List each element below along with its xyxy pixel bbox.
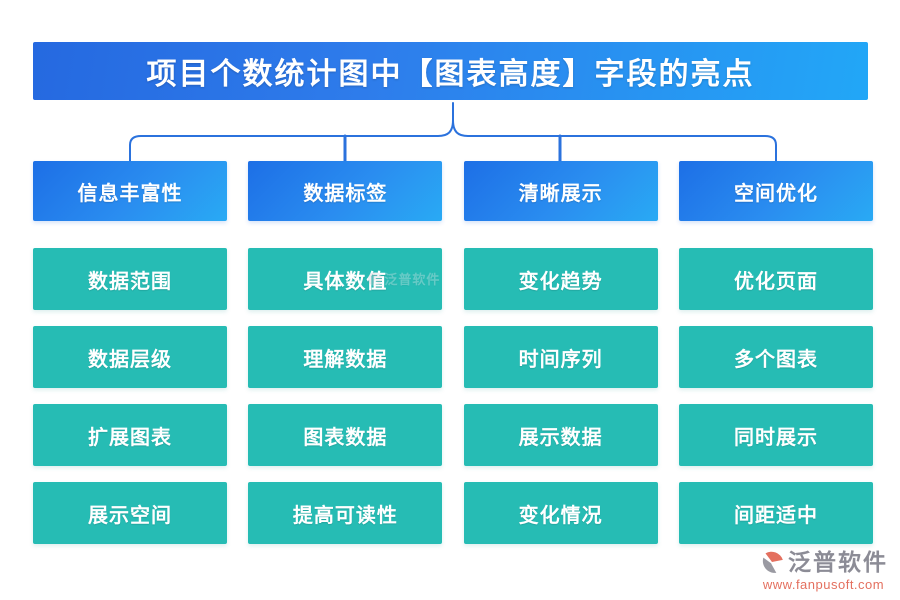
node-item: 间距适中 <box>678 482 873 544</box>
node-item: 扩展图表 <box>33 404 227 466</box>
node-item: 理解数据 <box>248 326 443 388</box>
column-info-richness: 信息丰富性 数据范围 数据层级 扩展图表 展示空间 <box>33 161 227 544</box>
node-item: 展示空间 <box>33 482 227 544</box>
node-item: 具体数值 泛普软件 <box>248 248 443 310</box>
node-grid: 信息丰富性 数据范围 数据层级 扩展图表 展示空间 数据标签 具体数值 泛普软件… <box>33 161 873 544</box>
brand-name: 泛普软件 <box>788 549 888 575</box>
column-data-labels: 数据标签 具体数值 泛普软件 理解数据 图表数据 提高可读性 <box>248 161 443 544</box>
connector-lines <box>129 102 777 162</box>
column-header: 清晰展示 <box>463 161 658 221</box>
node-item: 数据范围 <box>33 248 227 310</box>
brand-block: 泛普软件 www.fanpusoft.com <box>759 549 888 592</box>
column-header: 信息丰富性 <box>33 161 227 221</box>
node-item: 优化页面 <box>678 248 873 310</box>
node-item: 时间序列 <box>463 326 658 388</box>
column-header: 空间优化 <box>678 161 873 221</box>
node-item: 展示数据 <box>463 404 658 466</box>
column-header: 数据标签 <box>248 161 443 221</box>
diagram-title: 项目个数统计图中【图表高度】字段的亮点 <box>33 42 868 100</box>
node-item: 同时展示 <box>678 404 873 466</box>
column-space-optimization: 空间优化 优化页面 多个图表 同时展示 间距适中 <box>678 161 873 544</box>
column-clear-display: 清晰展示 变化趋势 时间序列 展示数据 变化情况 <box>463 161 658 544</box>
fanpu-logo-icon <box>762 551 783 573</box>
node-item: 提高可读性 <box>248 482 443 544</box>
node-item: 数据层级 <box>33 326 227 388</box>
brand-website-link[interactable]: www.fanpusoft.com <box>762 577 885 592</box>
node-item: 多个图表 <box>678 326 873 388</box>
connector-left-branch <box>129 102 454 162</box>
watermark-text: 泛普软件 <box>384 271 441 287</box>
node-item-label: 具体数值 <box>303 270 388 293</box>
connector-right-branch <box>452 119 777 162</box>
node-item: 图表数据 <box>248 404 443 466</box>
node-item: 变化趋势 <box>463 248 658 310</box>
node-item: 变化情况 <box>463 482 658 544</box>
